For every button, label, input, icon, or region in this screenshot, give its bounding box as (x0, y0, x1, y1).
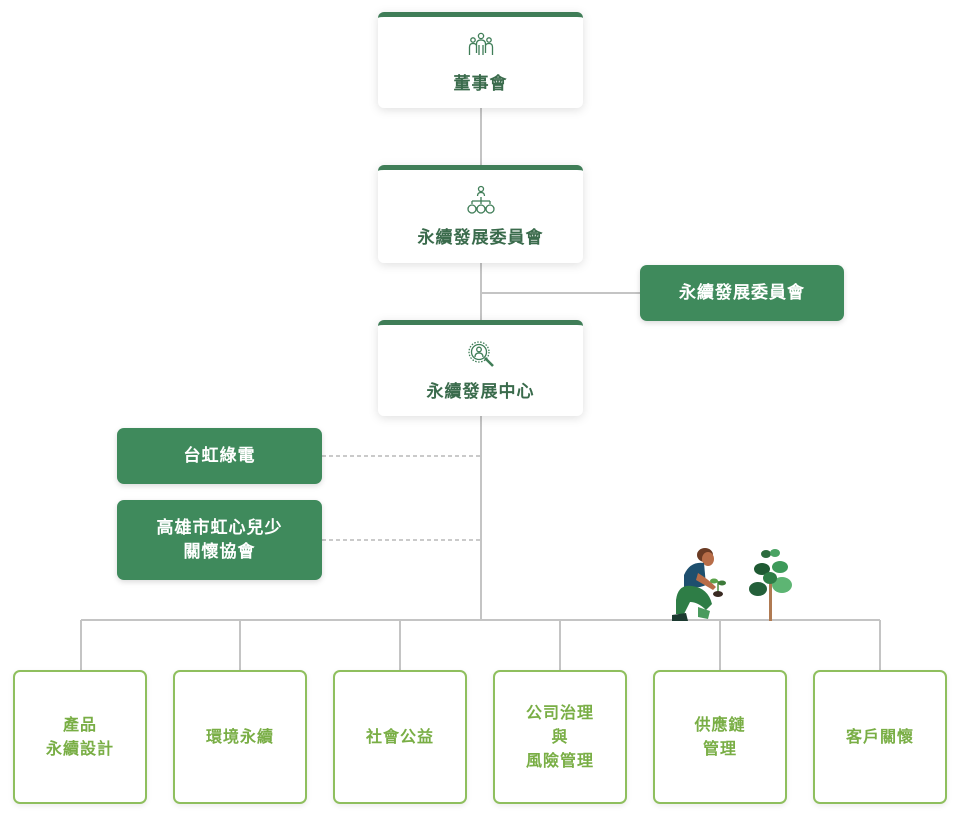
person-planting-tree-icon (672, 548, 792, 621)
affiliate-node-care-association: 高雄市虹心兒少 關懷協會 (117, 500, 322, 580)
dept-social-welfare: 社會公益 (333, 670, 467, 804)
dept-environmental-sustainability: 環境永續 (173, 670, 307, 804)
dept-product-sustainable-design: 產品 永續設計 (13, 670, 147, 804)
center-label: 永續發展中心 (426, 382, 535, 402)
search-person-icon (467, 341, 494, 367)
dept-governance-risk: 公司治理 與 風險管理 (493, 670, 627, 804)
org-hierarchy-icon (466, 185, 495, 214)
board-label: 董事會 (453, 74, 508, 94)
dept-supply-chain: 供應鏈 管理 (653, 670, 787, 804)
affiliate-node-green-power: 台虹綠電 (117, 428, 322, 484)
board-node: 董事會 (378, 12, 583, 108)
center-node: 永續發展中心 (378, 320, 583, 416)
committee-label: 永續發展委員會 (417, 228, 544, 248)
board-people-icon (468, 32, 493, 55)
dept-customer-care: 客戶關懷 (813, 670, 947, 804)
side-committee-node: 永續發展委員會 (640, 265, 844, 321)
committee-node: 永續發展委員會 (378, 165, 583, 263)
